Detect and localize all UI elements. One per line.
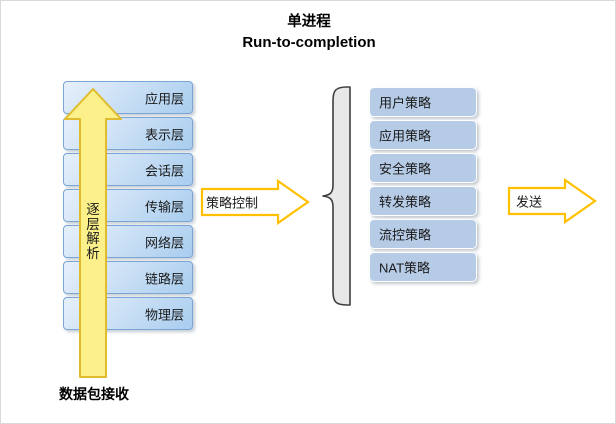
osi-layer-label: 物理层 bbox=[144, 307, 184, 322]
policy-item-flow-control[interactable]: 流控策略 bbox=[369, 219, 477, 249]
osi-layer-label: 表示层 bbox=[144, 127, 184, 142]
policy-item-label: NAT策略 bbox=[379, 260, 431, 276]
title-line-english: Run-to-completion bbox=[242, 33, 376, 51]
send-arrow-label: 发送 bbox=[516, 194, 543, 210]
osi-layer-label: 传输层 bbox=[144, 199, 184, 214]
policy-item-label: 流控策略 bbox=[379, 227, 432, 243]
right-arrow-icon bbox=[200, 179, 310, 225]
policy-control-arrow[interactable]: 策略控制 bbox=[200, 179, 310, 225]
parse-arrow-label: 逐 层 解 析 bbox=[86, 202, 100, 261]
diagram-title: 单进程 Run-to-completion bbox=[1, 13, 615, 53]
policy-item-user[interactable]: 用户策略 bbox=[369, 87, 477, 117]
policy-item-label: 安全策略 bbox=[379, 161, 432, 177]
send-arrow[interactable]: 发送 bbox=[507, 177, 597, 225]
up-arrow-icon bbox=[64, 88, 122, 378]
layer-by-layer-parse-arrow: 逐 层 解 析 bbox=[63, 87, 123, 379]
policy-item-label: 用户策略 bbox=[379, 95, 432, 111]
policy-control-label: 策略控制 bbox=[206, 195, 259, 211]
right-arrow-icon bbox=[507, 177, 597, 225]
packet-receive-label: 数据包接收 bbox=[59, 386, 129, 402]
policy-item-security[interactable]: 安全策略 bbox=[369, 153, 477, 183]
osi-layer-label: 会话层 bbox=[144, 163, 184, 178]
osi-layer-label: 链路层 bbox=[144, 271, 184, 286]
policy-item-forwarding[interactable]: 转发策略 bbox=[369, 186, 477, 216]
policy-item-label: 转发策略 bbox=[379, 194, 432, 210]
policy-item-application[interactable]: 应用策略 bbox=[369, 120, 477, 150]
osi-layer-label: 应用层 bbox=[144, 91, 184, 106]
policy-list: 用户策略 应用策略 安全策略 转发策略 流控策略 NAT策略 bbox=[369, 87, 477, 285]
title-line-chinese: 单进程 bbox=[287, 14, 331, 30]
policy-item-nat[interactable]: NAT策略 bbox=[369, 252, 477, 282]
brace-icon bbox=[322, 86, 351, 306]
left-curly-brace bbox=[321, 85, 351, 307]
policy-item-label: 应用策略 bbox=[379, 128, 432, 144]
osi-layer-label: 网络层 bbox=[144, 235, 184, 250]
